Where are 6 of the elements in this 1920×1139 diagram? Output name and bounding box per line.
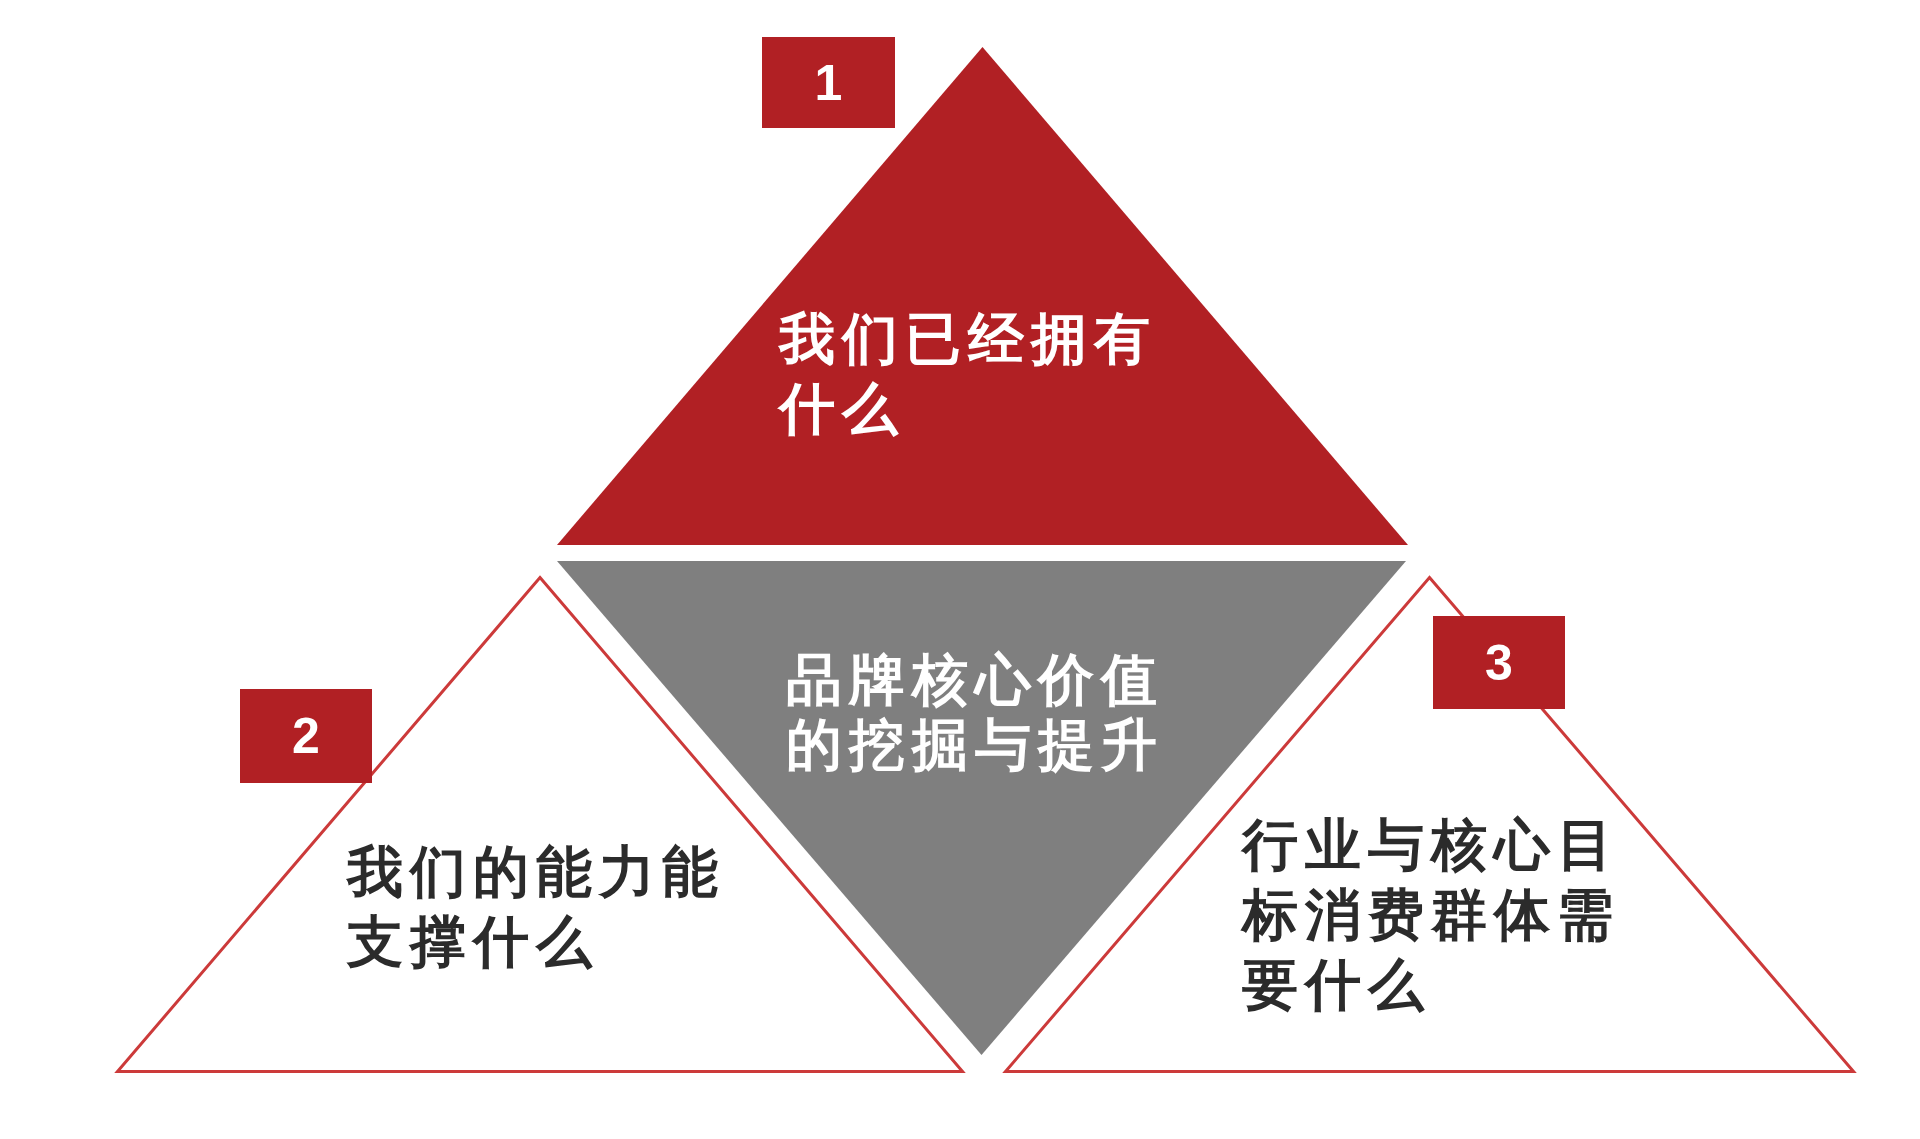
number-badge: 2 xyxy=(240,689,372,783)
number-badge: 1 xyxy=(762,37,895,128)
core-value-text: 品牌核心价值的挖掘与提升 xyxy=(786,647,1165,777)
question-text: 我们的能力能支撑什么 xyxy=(347,839,726,975)
question-text: 行业与核心目标消费群体需要什么 xyxy=(1242,812,1621,1018)
question-text: 我们已经拥有什么 xyxy=(779,306,1158,442)
